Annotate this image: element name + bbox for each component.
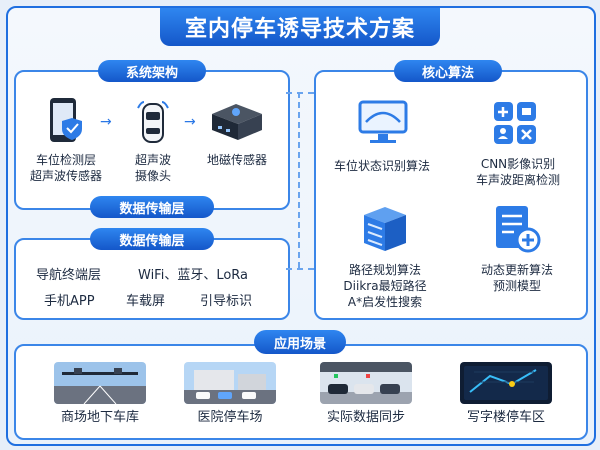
highway-scene — [54, 362, 146, 404]
application-label: 商场地下车库 — [60, 410, 139, 425]
algorithm-label: 车位状态识别算法 — [333, 159, 430, 173]
application-label: 实际数据同步 — [326, 410, 405, 425]
transport-item: WiFi、蓝牙、LoRa — [138, 268, 249, 283]
connector-line — [286, 268, 314, 270]
grid-apps-icon — [494, 102, 536, 144]
phone-shield-icon — [50, 98, 82, 142]
transport-item: 引导标识 — [200, 294, 253, 309]
algorithm-label: 路径规划算法 Diikra最短路径 A*启发性搜索 — [343, 263, 427, 309]
map-screen-scene — [460, 362, 552, 404]
arrow-right-icon: → — [100, 114, 112, 130]
data-transport-header: 数据传输层 — [90, 228, 214, 250]
core-algorithms-header: 核心算法 — [394, 60, 502, 82]
arrow-right-icon: → — [184, 114, 196, 130]
system-item-label: 车位检测层 超声波传感器 — [29, 153, 102, 183]
transport-item: 手机APP — [44, 294, 95, 309]
hospital-scene — [184, 362, 276, 404]
algorithm-label: 动态更新算法 预测模型 — [480, 263, 553, 293]
algorithm-label: CNN影像识别 车声波距离检测 — [475, 157, 560, 187]
system-architecture-header: 系统架构 — [98, 60, 206, 82]
application-scenarios-header: 应用场景 — [254, 330, 346, 354]
transport-item: 导航终端层 — [36, 268, 102, 283]
application-label: 医院停车场 — [197, 410, 263, 425]
data-transport-footer-pill: 数据传输层 — [90, 196, 214, 218]
monitor-icon — [358, 100, 408, 143]
transport-item: 车载屏 — [126, 294, 166, 309]
connector-line — [298, 92, 300, 268]
connector-line — [286, 92, 314, 94]
data-transport-panel — [14, 238, 290, 320]
sensor-box-icon — [212, 104, 262, 140]
system-item-label: 超声波 摄像头 — [134, 153, 171, 183]
page-title: 室内停车诱导技术方案 — [160, 8, 440, 46]
application-label: 写字楼停车区 — [466, 410, 545, 425]
database-icon — [364, 207, 406, 251]
car-sensor-icon — [137, 101, 169, 143]
document-plus-icon — [496, 206, 541, 253]
garage-scene — [320, 362, 412, 404]
system-item-label: 地磁传感器 — [206, 153, 267, 167]
